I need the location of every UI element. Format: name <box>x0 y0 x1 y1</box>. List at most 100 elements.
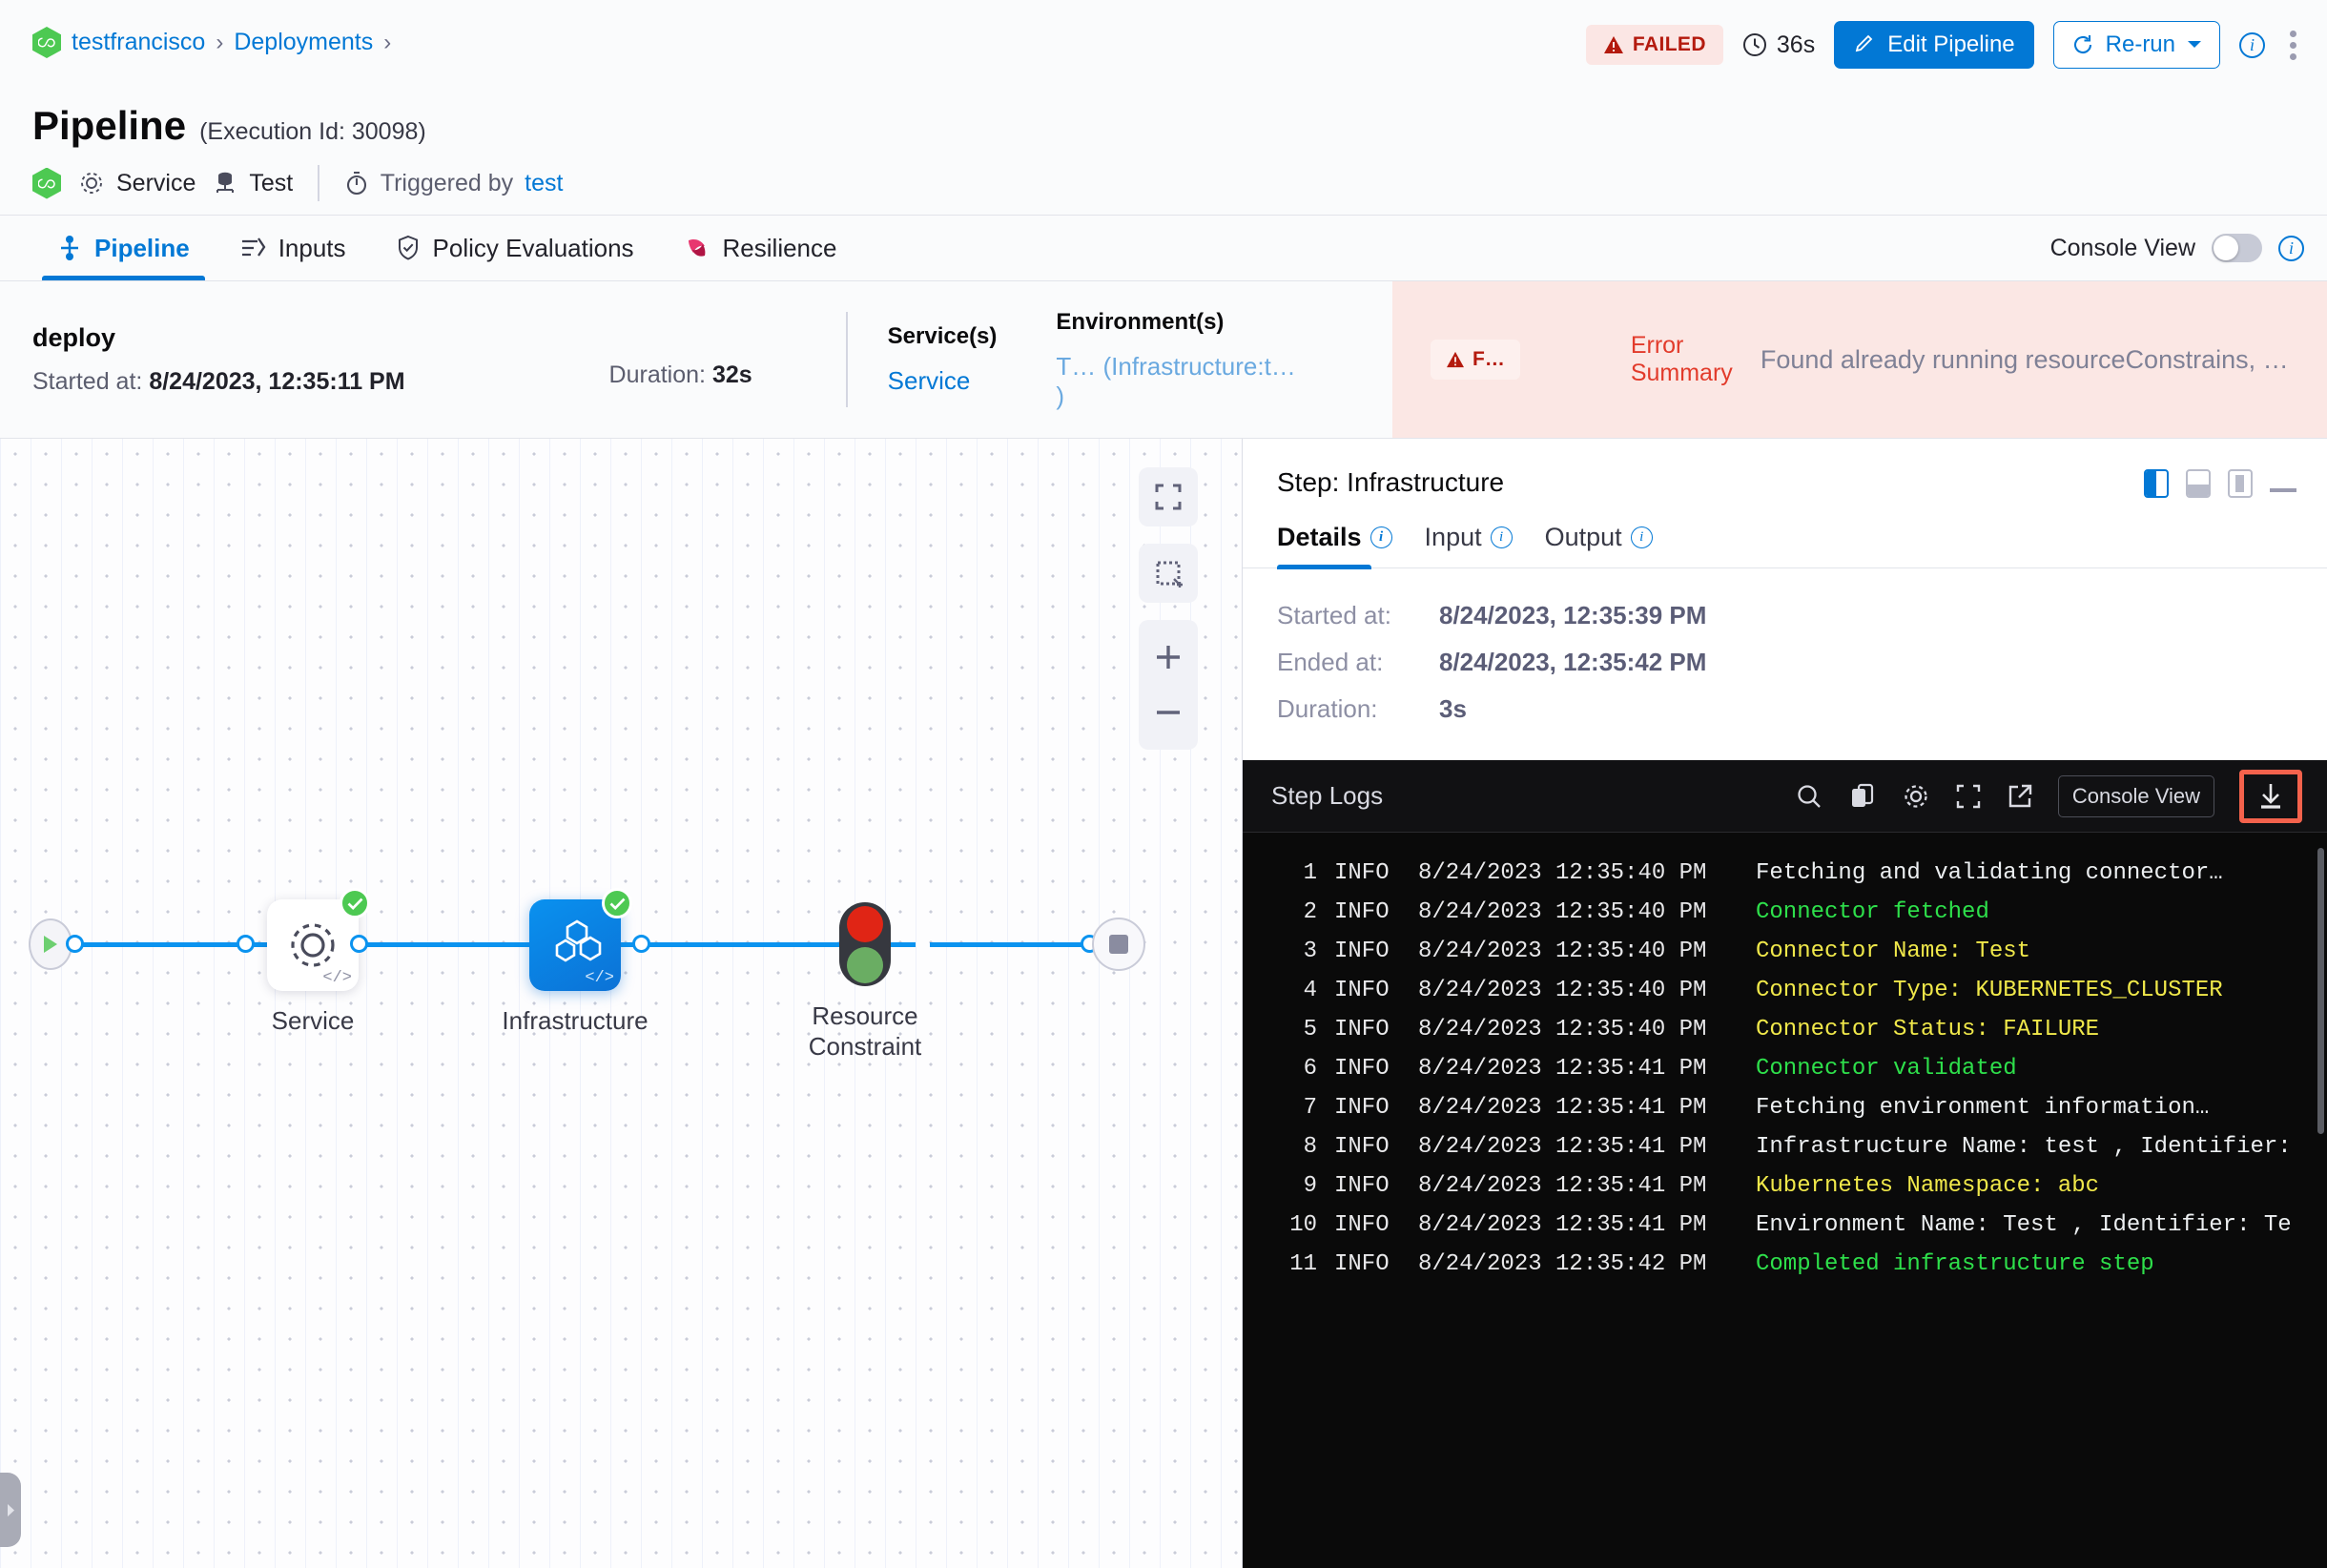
clock-icon <box>1742 33 1766 56</box>
tab-policy-evaluations[interactable]: Policy Evaluations <box>371 216 659 280</box>
log-level: INFO <box>1334 1017 1390 1042</box>
fit-to-screen-button[interactable] <box>1139 467 1198 526</box>
tab-pipeline[interactable]: Pipeline <box>32 216 215 280</box>
connector-dot-service-in <box>237 935 255 953</box>
stage-services-value[interactable]: Service <box>887 366 971 395</box>
log-message: Connector Status: FAILURE <box>1756 1017 2100 1042</box>
fullscreen-icon[interactable] <box>1955 783 1982 810</box>
error-summary-panel: F… Error Summary Found already running r… <box>1392 281 2327 438</box>
minus-icon <box>1157 711 1180 714</box>
console-view-control: Console View i <box>2050 216 2304 280</box>
edge-start-service <box>74 942 246 947</box>
detail-value: 8/24/2023, 12:35:42 PM <box>1439 648 1707 676</box>
node-service[interactable]: </> Service <box>267 888 370 1035</box>
console-view-info-icon[interactable]: i <box>2278 235 2304 261</box>
breadcrumb-project[interactable]: testfrancisco <box>72 29 206 55</box>
console-view-toggle[interactable] <box>2212 234 2262 262</box>
log-timestamp: 8/24/2023 12:35:41 PM <box>1418 1095 1707 1121</box>
logs-scrollbar[interactable] <box>2317 848 2324 1134</box>
code-icon: </> <box>585 969 614 987</box>
step-tab-details-label: Details <box>1277 523 1362 551</box>
re-run-label: Re-run <box>2105 31 2175 57</box>
step-tab-output-label: Output <box>1544 523 1622 551</box>
input-info-icon[interactable]: i <box>1490 526 1513 548</box>
minimize-panel-button[interactable] <box>2270 488 2296 492</box>
inputs-icon <box>241 237 266 257</box>
stage-duration: Duration: 32s <box>609 331 847 389</box>
step-tab-details[interactable]: Details i <box>1277 523 1392 569</box>
stage-started-value: 8/24/2023, 12:35:11 PM <box>149 368 405 395</box>
step-logs-title: Step Logs <box>1271 781 1384 810</box>
title-block: Pipeline (Execution Id: 30098) Service T… <box>0 103 2327 215</box>
detail-row: Duration: 3s <box>1277 694 2293 724</box>
step-tab-input[interactable]: Input i <box>1425 523 1513 567</box>
layout-bottom-icon[interactable] <box>2186 469 2211 498</box>
infrastructure-hexagons-icon <box>555 919 602 962</box>
stage-environments-header: Environment(s) <box>1056 308 1225 335</box>
more-options-button[interactable] <box>2284 25 2302 66</box>
log-line-number: 3 <box>1303 939 1317 964</box>
meta-trigger-user[interactable]: test <box>525 169 564 196</box>
log-line-number: 9 <box>1303 1173 1317 1199</box>
copy-icon[interactable] <box>1848 782 1877 811</box>
log-timestamp: 8/24/2023 12:35:40 PM <box>1418 899 1707 925</box>
selection-box-button[interactable] <box>1139 544 1198 603</box>
stage-environments: Environment(s) T… (Infrastructure:t… ) <box>1056 309 1305 411</box>
log-level: INFO <box>1334 978 1390 1003</box>
code-icon: </> <box>322 969 352 987</box>
edit-pipeline-button[interactable]: Edit Pipeline <box>1834 21 2034 69</box>
download-logs-button[interactable] <box>2239 769 2302 823</box>
breadcrumb-deployments[interactable]: Deployments <box>234 29 374 55</box>
zoom-out-button[interactable] <box>1139 685 1198 740</box>
expand-sidebar-handle[interactable] <box>0 1473 21 1547</box>
pipeline-start-node[interactable] <box>29 918 72 970</box>
tab-inputs[interactable]: Inputs <box>215 216 371 280</box>
output-info-icon[interactable]: i <box>1630 526 1653 548</box>
log-timestamp: 8/24/2023 12:35:41 PM <box>1418 1212 1707 1238</box>
detail-key: Duration: <box>1277 694 1378 723</box>
connector-dot-start <box>66 935 84 953</box>
step-detail-panel: Step: Infrastructure Details i Input i <box>1243 439 2327 1568</box>
canvas-controls <box>1139 467 1198 750</box>
step-tab-output[interactable]: Output i <box>1545 523 1653 567</box>
node-resource-constraint[interactable]: Resource Constraint <box>809 902 921 1061</box>
execution-duration: 36s <box>1742 31 1815 59</box>
layout-right-icon[interactable] <box>2144 469 2169 498</box>
details-info-icon[interactable]: i <box>1369 526 1392 548</box>
layout-float-icon[interactable] <box>2228 469 2253 498</box>
chevron-right-icon <box>7 1503 14 1516</box>
search-icon[interactable] <box>1795 782 1823 811</box>
re-run-button[interactable]: Re-run <box>2052 21 2220 69</box>
log-line-number: 2 <box>1303 899 1317 925</box>
node-infrastructure[interactable]: </> Infrastructure <box>502 888 649 1035</box>
node-service-label: Service <box>271 1006 355 1035</box>
stage-services-header: Service(s) <box>887 323 998 349</box>
step-logs-actions: Console View <box>1795 769 2327 823</box>
stop-square-icon <box>1109 935 1128 954</box>
log-message: Fetching environment information… <box>1756 1095 2210 1121</box>
environment-icon <box>216 172 235 193</box>
stage-environments-value[interactable]: T… (Infrastructure:t… ) <box>1056 351 1296 410</box>
main-tab-bar: Pipeline Inputs Policy Evaluations Resil… <box>0 215 2327 281</box>
rerun-info-icon[interactable]: i <box>2239 31 2265 58</box>
gear-icon[interactable] <box>1902 782 1930 811</box>
tab-resilience[interactable]: Resilience <box>659 216 862 280</box>
pipeline-end-node[interactable] <box>1092 918 1145 971</box>
chevron-down-icon <box>2188 41 2201 48</box>
step-panel-layout-controls <box>2144 467 2296 498</box>
log-timestamp: 8/24/2023 12:35:41 PM <box>1418 1056 1707 1082</box>
log-level: INFO <box>1334 899 1390 925</box>
external-link-icon[interactable] <box>2007 783 2033 810</box>
logs-console-view-button[interactable]: Console View <box>2057 774 2214 817</box>
refresh-icon <box>2073 35 2091 53</box>
pipeline-canvas[interactable]: </> Service </> Infrastructure <box>0 439 1243 1568</box>
zoom-in-button[interactable] <box>1139 629 1198 685</box>
step-logs-toolbar: Step Logs Console View <box>1243 760 2327 833</box>
